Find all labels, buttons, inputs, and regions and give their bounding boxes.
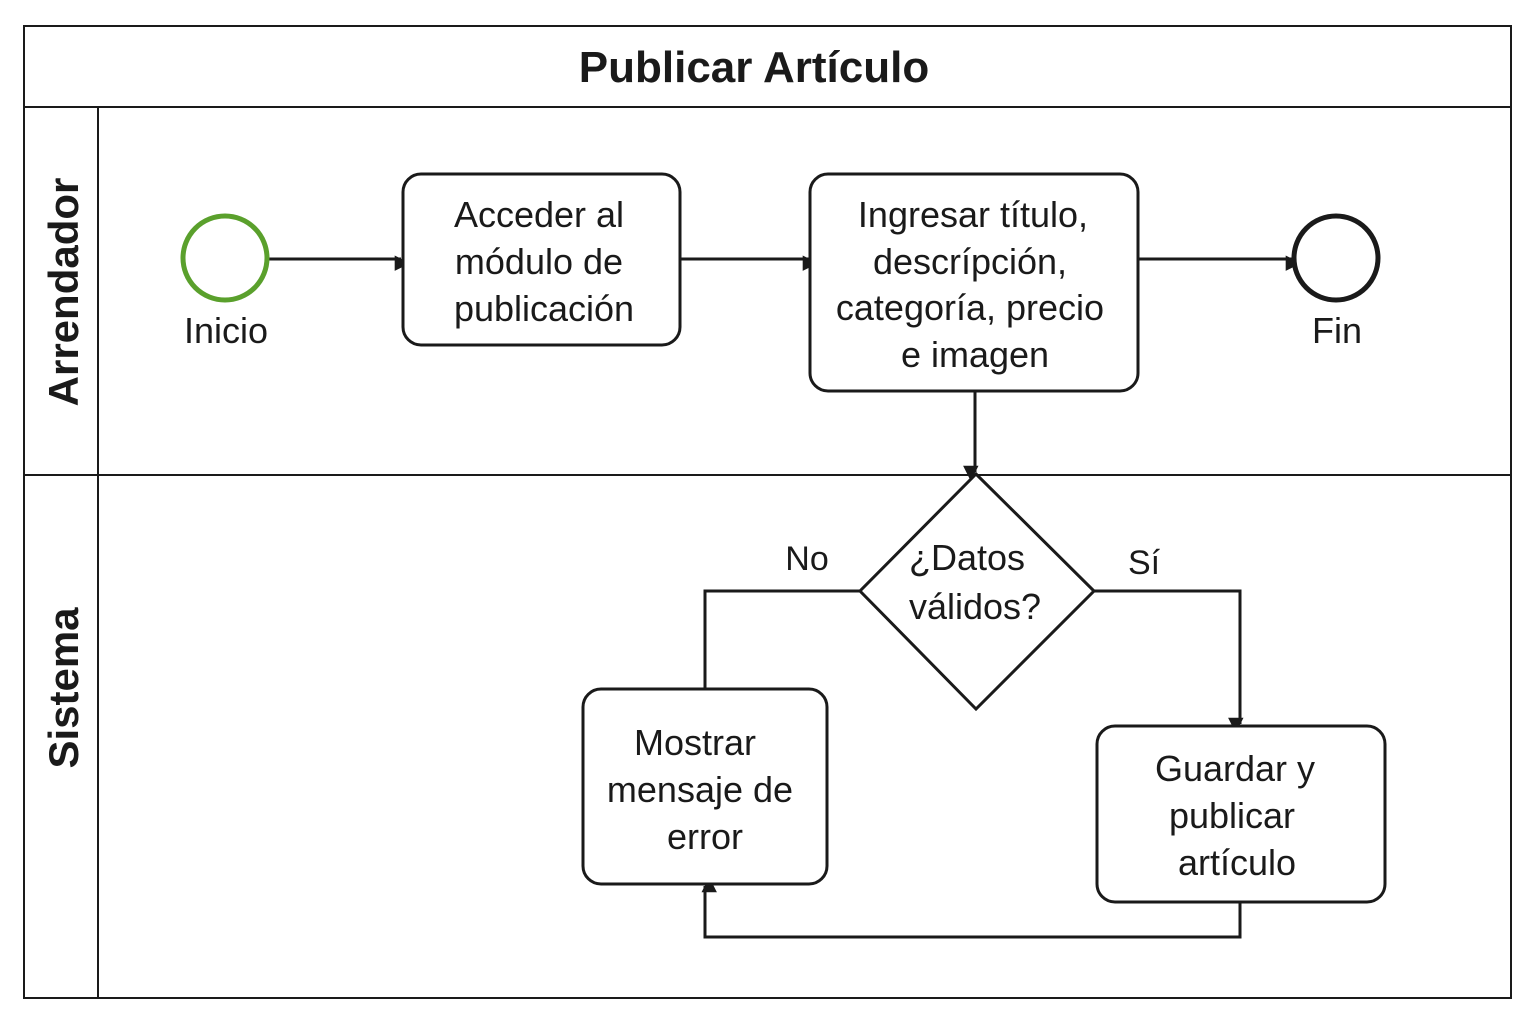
- task-guardar-line-2: publicar: [1169, 795, 1295, 836]
- flow-gateway-no: [703, 589, 860, 689]
- task-ingresar-line-3: categoría, precio: [836, 287, 1104, 328]
- task-guardar-box: [1095, 724, 1387, 904]
- task-guardar-line-3: artículo: [1178, 842, 1296, 883]
- task-ingresar-box: [808, 172, 1140, 393]
- task-acceder-box: [401, 172, 682, 347]
- lane-label-arrendador: Arrendador: [40, 178, 87, 407]
- task-ingresar: Ingresar título, descrípción, categoría,…: [808, 172, 1140, 393]
- lane-label-sistema: Sistema: [40, 607, 87, 769]
- gateway-diamond: [857, 471, 1097, 712]
- edge-label-si: Sí: [1128, 544, 1161, 582]
- gateway-line-2: válidos?: [909, 586, 1041, 627]
- flow-gateway-si: [1094, 589, 1244, 734]
- svg-text:Mostrar mensaje de: Mostrar mensaje de error: [607, 722, 803, 857]
- task-acceder-line-1: Acceder al: [454, 194, 624, 235]
- task-acceder: Acceder al módulo de publicación: [401, 172, 682, 347]
- svg-text:Acceder al módulo de: Acceder al módulo de publicación: [454, 194, 634, 329]
- svg-text:¿Datos válidos?: ¿Datos válidos?: [909, 537, 1041, 627]
- end-event: [1291, 213, 1381, 303]
- task-mostrar-box: [581, 687, 829, 886]
- gateway-datos-validos: ¿Datos válidos?: [857, 471, 1097, 712]
- svg-text:Ingresar título, descríp: Ingresar título, descrípción, categoría,…: [836, 194, 1114, 375]
- gateway-line-1: ¿Datos: [909, 537, 1025, 578]
- task-guardar-publicar: Guardar y publicar artículo: [1095, 724, 1387, 904]
- task-mostrar-error: Mostrar mensaje de error: [581, 687, 829, 886]
- pool-title: Publicar Artículo: [579, 43, 929, 92]
- start-event-label: Inicio: [184, 310, 268, 351]
- task-acceder-line-3: publicación: [454, 288, 634, 329]
- task-ingresar-line-2: descrípción,: [873, 241, 1067, 282]
- flow-guardar-mostrar: [701, 876, 1242, 939]
- edge-label-no: No: [785, 540, 828, 578]
- svg-text:Guardar y publicar: Guardar y publicar artículo: [1155, 748, 1325, 883]
- task-guardar-line-1: Guardar y: [1155, 748, 1315, 789]
- end-event-label: Fin: [1312, 310, 1362, 351]
- start-event: [180, 213, 270, 303]
- task-ingresar-line-1: Ingresar título,: [858, 194, 1088, 235]
- task-mostrar-line-2: mensaje de: [607, 769, 793, 810]
- task-acceder-line-2: módulo de: [455, 241, 623, 282]
- task-mostrar-line-3: error: [667, 816, 743, 857]
- flows: [268, 255, 1302, 939]
- task-mostrar-line-1: Mostrar: [634, 722, 756, 763]
- task-ingresar-line-4: e imagen: [901, 334, 1049, 375]
